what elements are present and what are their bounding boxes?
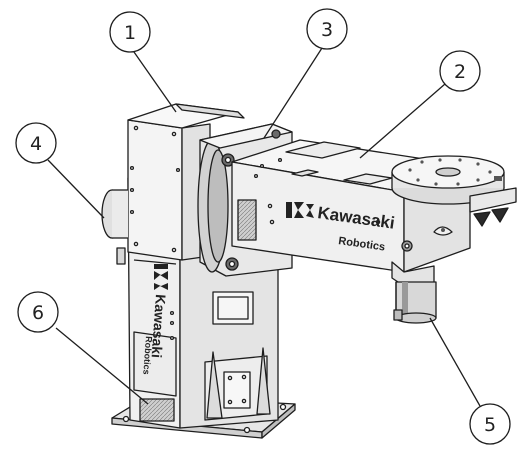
column-brand-name: Kawasaki bbox=[149, 294, 169, 359]
arm-logo bbox=[286, 202, 314, 218]
callout-3-label: 3 bbox=[321, 19, 333, 41]
callout-3: 3 bbox=[306, 8, 348, 50]
callout-6-label: 6 bbox=[32, 302, 44, 324]
lower-motor bbox=[391, 261, 437, 324]
column-brand-sub: Robotics bbox=[141, 336, 154, 375]
callouts: 1 2 3 4 5 6 bbox=[15, 8, 511, 445]
robot-illustration: Kawasaki Robotics Kawasaki Robotics bbox=[101, 103, 517, 439]
side-motor-cap bbox=[101, 189, 128, 265]
callout-2-label: 2 bbox=[454, 61, 466, 83]
leader-1 bbox=[133, 51, 177, 113]
leader-5 bbox=[429, 317, 481, 407]
leader-2 bbox=[359, 83, 446, 159]
callout-5-label: 5 bbox=[484, 414, 496, 436]
rotary-table bbox=[391, 155, 517, 213]
leader-3 bbox=[263, 47, 323, 139]
leader-lines bbox=[47, 47, 481, 407]
callout-2: 2 bbox=[439, 50, 481, 92]
callout-1: 1 bbox=[109, 11, 151, 53]
upper-housing bbox=[127, 103, 245, 261]
callout-5: 5 bbox=[469, 403, 511, 445]
leader-4 bbox=[47, 159, 105, 219]
callout-6: 6 bbox=[17, 291, 59, 333]
callout-4-label: 4 bbox=[30, 133, 42, 155]
leader-6 bbox=[55, 327, 149, 405]
warning-labels bbox=[433, 207, 509, 236]
column-logo bbox=[154, 264, 168, 290]
callout-1-label: 1 bbox=[124, 22, 136, 44]
callout-4: 4 bbox=[15, 122, 57, 164]
